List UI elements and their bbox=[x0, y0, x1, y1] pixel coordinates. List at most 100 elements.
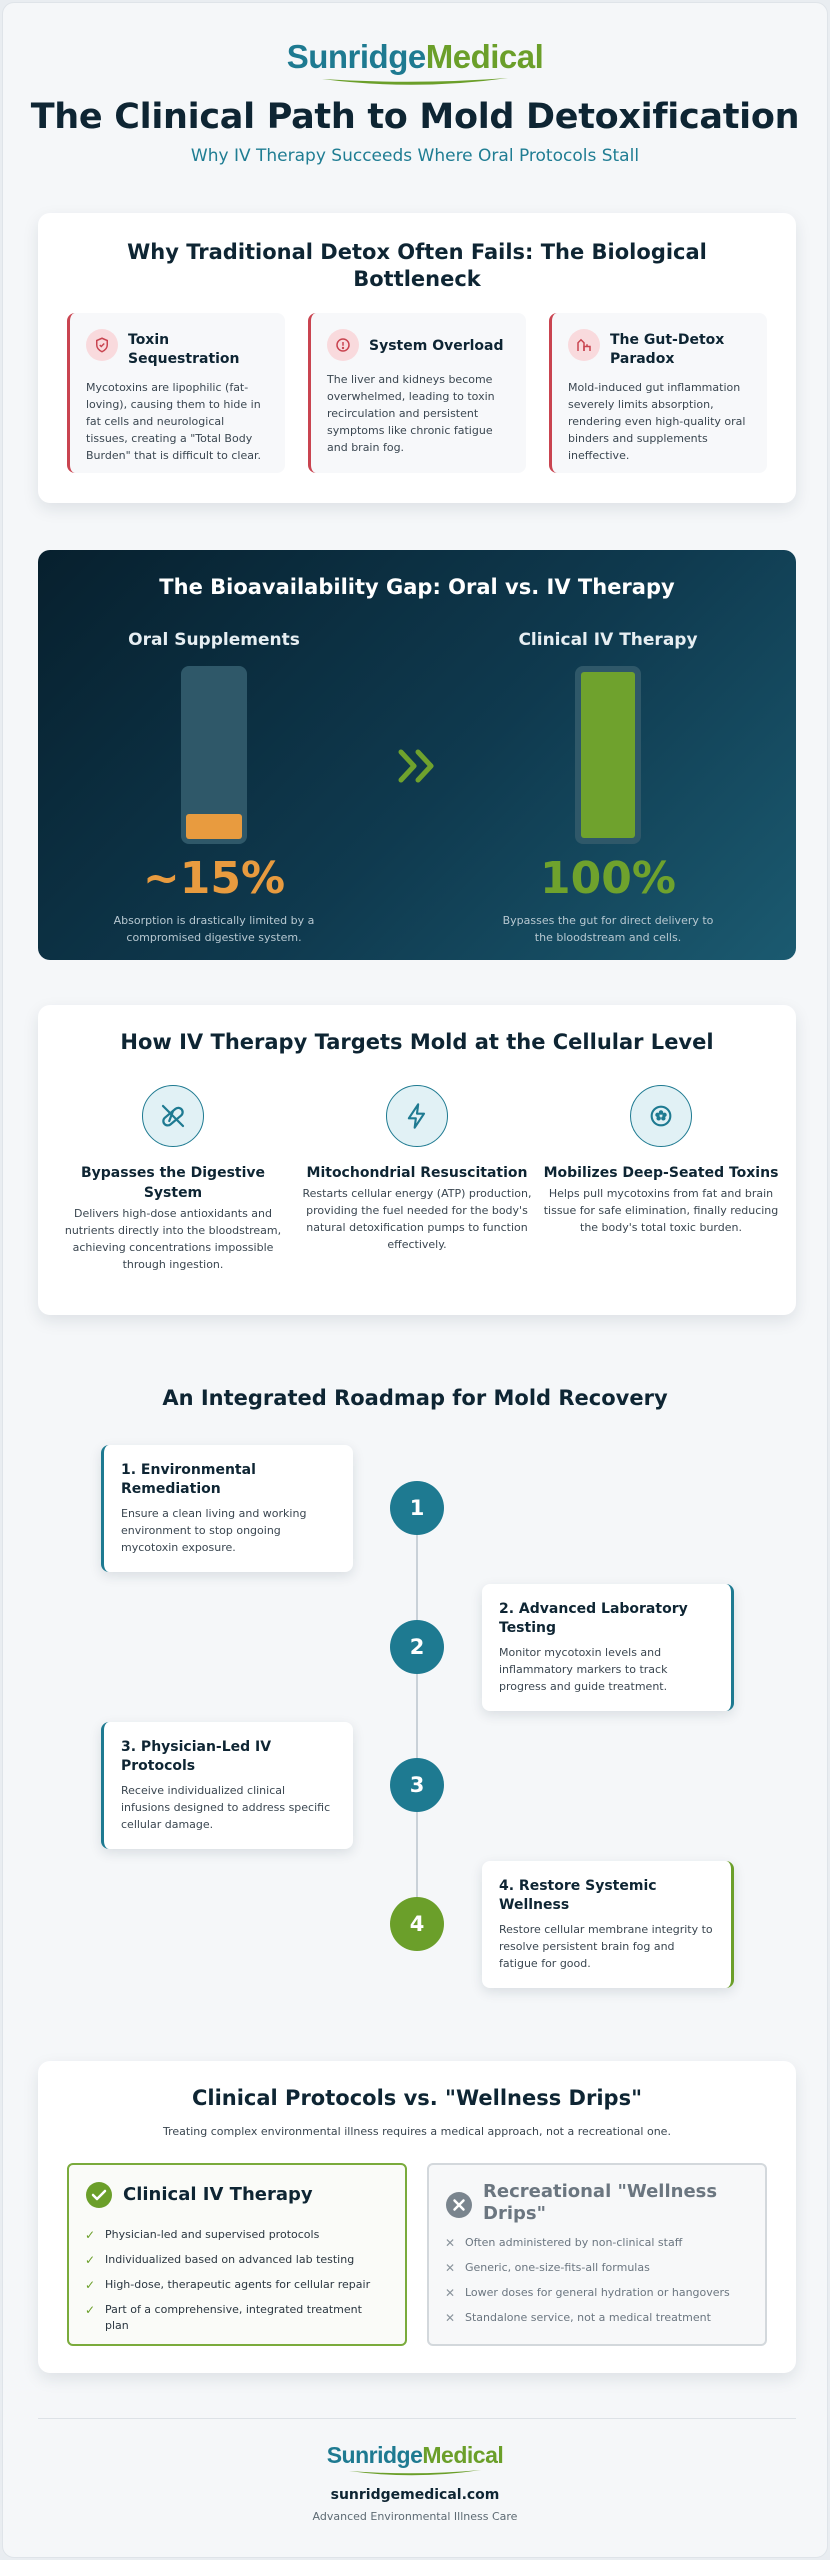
list-item: ✕Standalone service, not a medical treat… bbox=[445, 2311, 711, 2325]
shield-icon bbox=[86, 329, 118, 361]
list-item: ✓Individualized based on advanced lab te… bbox=[85, 2253, 355, 2267]
check-icon: ✓ bbox=[85, 2303, 96, 2317]
list-item: ✕Generic, one-size-fits-all formulas bbox=[445, 2261, 650, 2275]
oral-percentage: ~15% bbox=[142, 853, 286, 904]
step-title: 1. Environmental Remediation bbox=[121, 1462, 256, 1497]
wellness-drips-list: ✕Often administered by non-clinical staf… bbox=[445, 2235, 749, 2326]
roadmap-title: An Integrated Roadmap for Mold Recovery bbox=[162, 1386, 668, 1410]
comparison-subtitle: Treating complex environmental illness r… bbox=[163, 2125, 671, 2138]
footer-divider bbox=[38, 2418, 796, 2419]
fail-card-system-overload: System Overload The liver and kidneys be… bbox=[308, 313, 526, 473]
cellular-item-mitochondrial: Mitochondrial Resuscitation Restarts cel… bbox=[297, 1085, 537, 1253]
oral-label: Oral Supplements bbox=[128, 630, 300, 650]
x-circle-icon bbox=[445, 2181, 473, 2223]
fail-card-desc: Mycotoxins are lipophilic (fat-loving), … bbox=[86, 381, 261, 462]
fail-card-title: The Gut-Detox Paradox bbox=[610, 332, 725, 367]
step-number-4: 4 bbox=[390, 1897, 444, 1951]
comparison-title: Clinical Protocols vs. "Wellness Drips" bbox=[191, 2086, 643, 2110]
list-item: ✓High-dose, therapeutic agents for cellu… bbox=[85, 2278, 371, 2292]
header-logo: SunridgeMedical bbox=[3, 39, 827, 87]
clinical-iv-box: Clinical IV Therapy ✓Physician-led and s… bbox=[67, 2163, 407, 2346]
iv-column: Clinical IV Therapy 100% Bypasses the gu… bbox=[458, 630, 758, 946]
cellular-item-desc: Helps pull mycotoxins from fat and brain… bbox=[543, 1187, 779, 1234]
clinical-iv-title: Clinical IV Therapy bbox=[123, 2184, 313, 2205]
fail-card-desc: The liver and kidneys become overwhelmed… bbox=[327, 373, 495, 454]
check-circle-icon bbox=[85, 2181, 113, 2213]
double-chevron-right-icon bbox=[395, 746, 439, 790]
alert-icon bbox=[327, 329, 359, 361]
step-desc: Ensure a clean living and working enviro… bbox=[121, 1507, 307, 1554]
fail-card-title: Toxin Sequestration bbox=[128, 332, 240, 367]
cellular-item-desc: Restarts cellular energy (ATP) productio… bbox=[302, 1187, 532, 1251]
step-title: 2. Advanced Laboratory Testing bbox=[499, 1601, 688, 1636]
fail-card-title: System Overload bbox=[369, 338, 504, 354]
cellular-item-desc: Delivers high-dose antioxidants and nutr… bbox=[64, 1207, 282, 1271]
iv-desc: Bypasses the gut for direct delivery to … bbox=[502, 914, 714, 944]
oral-column: Oral Supplements ~15% Absorption is dras… bbox=[64, 630, 364, 946]
oral-gauge-fill bbox=[186, 814, 242, 839]
bolt-icon bbox=[386, 1085, 448, 1147]
gut-icon bbox=[568, 329, 600, 361]
bottleneck-section: Why Traditional Detox Often Fails: The B… bbox=[38, 213, 796, 503]
logo-text-part1: Sunridge bbox=[286, 38, 427, 75]
logo-text-part1: Sunridge bbox=[326, 2442, 423, 2468]
list-item: ✕Often administered by non-clinical staf… bbox=[445, 2236, 683, 2250]
roadmap-timeline-line bbox=[416, 1508, 418, 1923]
iv-gauge bbox=[575, 666, 641, 844]
step-desc: Receive individualized clinical infusion… bbox=[121, 1784, 331, 1831]
cellular-title: How IV Therapy Targets Mold at the Cellu… bbox=[120, 1030, 714, 1054]
list-item: ✕Lower doses for general hydration or ha… bbox=[445, 2286, 730, 2300]
cellular-item-digestive: Bypasses the Digestive System Delivers h… bbox=[53, 1085, 293, 1273]
cell-icon bbox=[630, 1085, 692, 1147]
step-number-3: 3 bbox=[390, 1758, 444, 1812]
step-number-2: 2 bbox=[390, 1620, 444, 1674]
list-item: ✓Part of a comprehensive, integrated tre… bbox=[85, 2303, 362, 2332]
bioavailability-section: The Bioavailability Gap: Oral vs. IV The… bbox=[38, 550, 796, 960]
roadmap-step-1: 1. Environmental Remediation Ensure a cl… bbox=[101, 1445, 353, 1572]
step-desc: Restore cellular membrane integrity to r… bbox=[499, 1923, 713, 1970]
roadmap-step-2: 2. Advanced Laboratory Testing Monitor m… bbox=[482, 1584, 734, 1711]
roadmap-step-4: 4. Restore Systemic Wellness Restore cel… bbox=[482, 1861, 734, 1988]
logo-swoosh-icon bbox=[322, 78, 508, 85]
roadmap-step-3: 3. Physician-Led IV Protocols Receive in… bbox=[101, 1722, 353, 1849]
step-desc: Monitor mycotoxin levels and inflammator… bbox=[499, 1646, 668, 1693]
bioavailability-title: The Bioavailability Gap: Oral vs. IV The… bbox=[159, 575, 675, 599]
comparison-section: Clinical Protocols vs. "Wellness Drips" … bbox=[38, 2061, 796, 2373]
step-number-1: 1 bbox=[390, 1481, 444, 1535]
pill-slash-icon bbox=[142, 1085, 204, 1147]
list-item: ✓Physician-led and supervised protocols bbox=[85, 2228, 320, 2242]
page-subtitle: Why IV Therapy Succeeds Where Oral Proto… bbox=[190, 146, 640, 166]
wellness-drips-title: Recreational "Wellness Drips" bbox=[483, 2181, 718, 2224]
fail-card-toxin-sequestration: Toxin Sequestration Mycotoxins are lipop… bbox=[67, 313, 285, 473]
x-icon: ✕ bbox=[445, 2311, 456, 2325]
oral-desc: Absorption is drastically limited by a c… bbox=[113, 914, 315, 944]
iv-gauge-fill bbox=[581, 672, 635, 838]
cellular-item-title: Mobilizes Deep-Seated Toxins bbox=[543, 1165, 779, 1181]
logo-text-part2: Medical bbox=[422, 2442, 504, 2468]
footer-url-link[interactable]: sunridgemedical.com bbox=[330, 2487, 500, 2503]
footer-tagline: Advanced Environmental Illness Care bbox=[312, 2510, 518, 2523]
check-icon: ✓ bbox=[85, 2278, 96, 2292]
check-icon: ✓ bbox=[85, 2228, 96, 2242]
iv-label: Clinical IV Therapy bbox=[518, 630, 698, 650]
fail-card-gut-detox: The Gut-Detox Paradox Mold-induced gut i… bbox=[549, 313, 767, 473]
logo-swoosh-icon bbox=[348, 2470, 481, 2476]
cellular-item-title: Mitochondrial Resuscitation bbox=[306, 1165, 528, 1181]
fail-card-desc: Mold-induced gut inflammation severely l… bbox=[568, 381, 746, 462]
footer-logo: SunridgeMedical bbox=[3, 2443, 827, 2477]
step-title: 3. Physician-Led IV Protocols bbox=[121, 1739, 272, 1774]
page-title: The Clinical Path to Mold Detoxification bbox=[30, 97, 800, 137]
logo-text-part2: Medical bbox=[425, 38, 544, 75]
oral-gauge bbox=[181, 666, 247, 844]
x-icon: ✕ bbox=[445, 2236, 456, 2250]
iv-percentage: 100% bbox=[540, 853, 676, 904]
cellular-section: How IV Therapy Targets Mold at the Cellu… bbox=[38, 1005, 796, 1315]
cellular-item-mobilizes: Mobilizes Deep-Seated Toxins Helps pull … bbox=[541, 1085, 781, 1236]
wellness-drips-box: Recreational "Wellness Drips" ✕Often adm… bbox=[427, 2163, 767, 2346]
x-icon: ✕ bbox=[445, 2261, 456, 2275]
clinical-iv-list: ✓Physician-led and supervised protocols … bbox=[85, 2227, 389, 2334]
cellular-item-title: Bypasses the Digestive System bbox=[80, 1165, 266, 1201]
check-icon: ✓ bbox=[85, 2253, 96, 2267]
x-icon: ✕ bbox=[445, 2286, 456, 2300]
